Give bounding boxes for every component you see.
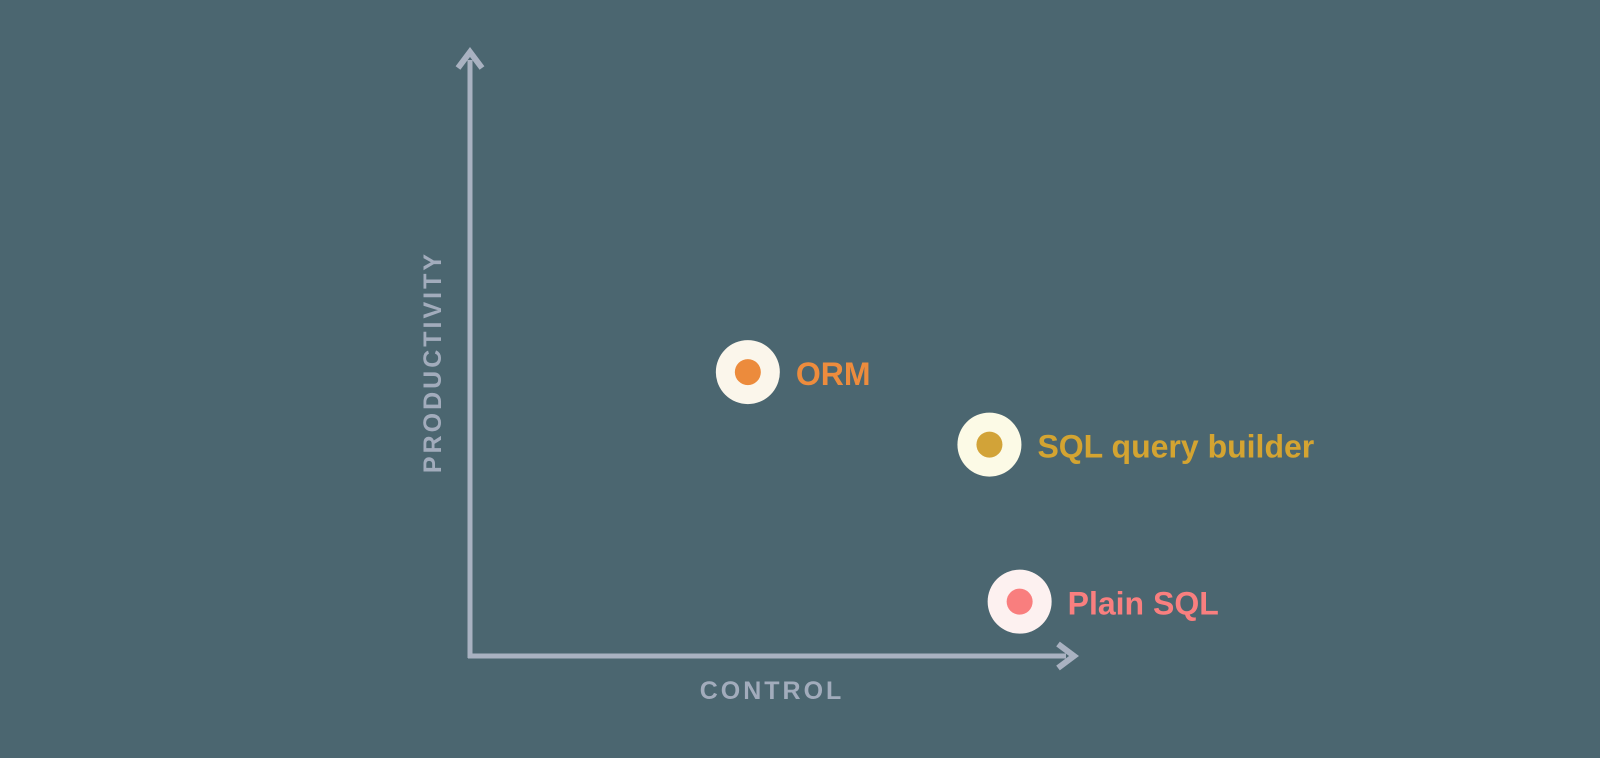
point-dot-sql-query-builder (976, 431, 1003, 458)
y-axis-label: PRODUCTIVITY (419, 251, 447, 473)
point-label-sql-query-builder: SQL query builder (1037, 429, 1314, 465)
point-label-orm: ORM (796, 356, 871, 392)
point-label-plain-sql: Plain SQL (1068, 586, 1219, 622)
x-axis-arrowhead-icon (1056, 641, 1079, 671)
point-dot-orm (734, 359, 761, 386)
y-axis-arrowhead-icon (455, 47, 485, 70)
point-dot-plain-sql (1006, 588, 1033, 615)
x-axis-label: CONTROL (700, 677, 845, 705)
